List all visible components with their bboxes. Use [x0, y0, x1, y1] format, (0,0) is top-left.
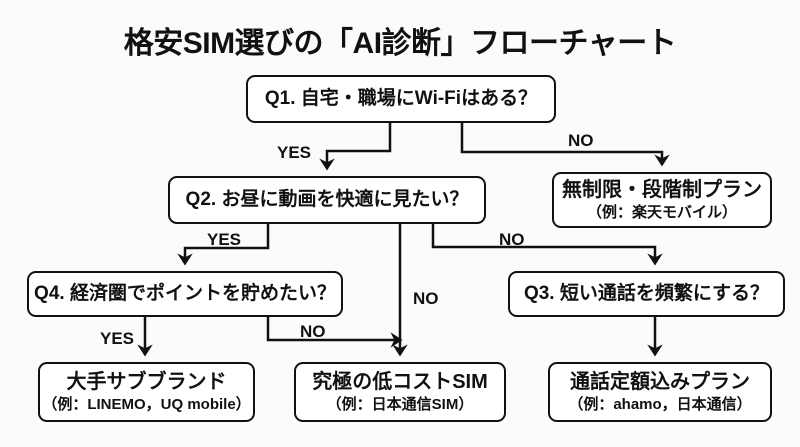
flow-node-q1[interactable]: Q1. 自宅・職場にWi-Fiはある？: [246, 75, 556, 123]
edge-q1-yes: [319, 123, 392, 171]
flow-node-example: （例：楽天モバイル）: [586, 203, 737, 221]
flow-node-r-subbrand[interactable]: 大手サブブランド （例：LINEMO，UQ mobile）: [38, 362, 255, 422]
edge-q2-yes: [177, 224, 270, 266]
flow-node-title: 通話定額込みプラン: [570, 370, 750, 393]
edge-label-q1-no: NO: [568, 131, 594, 150]
flow-node-title: 無制限・段階制プラン: [562, 178, 762, 201]
flow-node-title: Q3. 短い通話を頻繁にする？: [523, 283, 770, 305]
edge-label-q2-no-right: NO: [499, 230, 525, 249]
edge-q1-no: [460, 123, 670, 167]
flow-node-r-unlimited[interactable]: 無制限・段階制プラン （例：楽天モバイル）: [552, 172, 772, 228]
flow-node-example: （例：ahamo，日本通信）: [568, 395, 752, 413]
edge-label-q2-yes: YES: [207, 230, 242, 249]
flow-node-example: （例：LINEMO，UQ mobile）: [42, 395, 251, 413]
edge-paths: [137, 123, 670, 357]
flow-node-title: Q2. お昼に動画を快適に見たい？: [185, 189, 469, 211]
flow-node-example: （例：日本通信SIM）: [326, 395, 474, 413]
edge-label-q4-no: NO: [300, 322, 326, 341]
flow-node-title: Q1. 自宅・職場にWi-Fiはある？: [264, 88, 538, 110]
flow-node-q2[interactable]: Q2. お昼に動画を快適に見たい？: [168, 176, 486, 224]
edge-label-q4-yes: YES: [100, 329, 135, 348]
edge-label-q2-no-mid: NO: [413, 289, 439, 308]
flow-node-q4[interactable]: Q4. 経済圏でポイントを貯めたい？: [27, 271, 343, 317]
flow-node-title: 究極の低コストSIM: [312, 370, 488, 393]
edge-q2-no-right: [431, 224, 663, 266]
flow-node-title: Q4. 経済圏でポイントを貯めたい？: [34, 283, 336, 305]
flow-node-r-callplan[interactable]: 通話定額込みプラン （例：ahamo，日本通信）: [548, 362, 772, 422]
flow-node-title: 大手サブブランド: [66, 370, 227, 393]
flow-node-q3[interactable]: Q3. 短い通話を頻繁にする？: [508, 271, 785, 317]
edge-label-q1-yes: YES: [277, 143, 312, 162]
edge-q4-no: [266, 317, 403, 348]
flow-node-r-lowcost[interactable]: 究極の低コストSIM （例：日本通信SIM）: [294, 362, 506, 422]
page-title: 格安SIM選びの「AI診断」フローチャート: [123, 27, 677, 60]
